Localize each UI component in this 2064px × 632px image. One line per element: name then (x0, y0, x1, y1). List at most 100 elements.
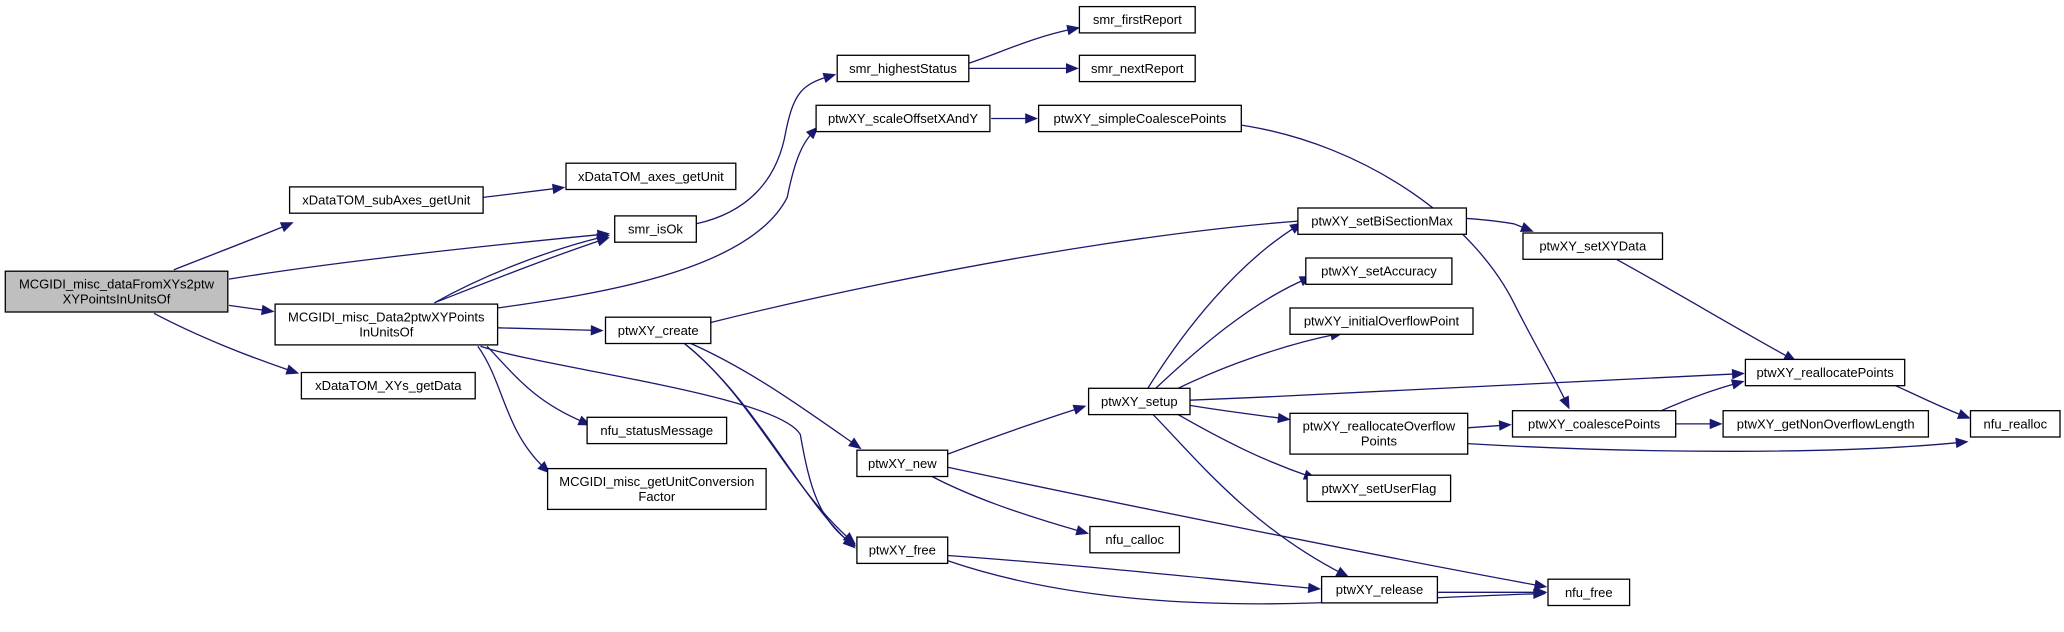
node-box (1306, 474, 1452, 503)
edge-line (690, 343, 856, 446)
call-edge-data2ptw-to-free (480, 345, 857, 547)
edge-line (1155, 278, 1307, 389)
function-node-user-flag[interactable]: ptwXY_setUserFlag (1306, 474, 1452, 503)
node-label: ptwXY_create (618, 323, 699, 338)
node-box (1320, 575, 1439, 604)
arrowhead-icon (1277, 412, 1291, 424)
node-label: ptwXY_reallocatePoints (1756, 365, 1894, 380)
call-edge-subAxes-to-axesUnit (483, 183, 566, 199)
node-box (1087, 387, 1191, 416)
call-edge-free-to-release (947, 554, 1322, 594)
edge-line (228, 233, 603, 280)
function-node-accuracy[interactable]: ptwXY_setAccuracy (1305, 257, 1453, 285)
function-node-free[interactable]: ptwXY_free (856, 536, 949, 565)
call-edge-new-to-setup (947, 404, 1087, 455)
function-node-set-x-y[interactable]: ptwXY_setXYData (1522, 232, 1664, 260)
function-node-first-rep[interactable]: smr_firstReport (1078, 5, 1196, 34)
function-node-scale-off[interactable]: ptwXY_scaleOffsetXAndY (815, 104, 991, 133)
edge-line (228, 304, 268, 312)
edge-line (153, 312, 293, 372)
node-label: smr_highestStatus (849, 61, 957, 76)
call-edge-root-to-data2ptw (228, 304, 275, 316)
arrowhead-icon (1025, 113, 1039, 124)
node-label: InUnitsOf (359, 325, 414, 340)
function-node-realloc[interactable]: nfu_realloc (1969, 410, 2061, 438)
function-node-bi-section[interactable]: ptwXY_setBiSectionMax (1297, 207, 1468, 235)
call-edge-coalesce-to-nonOverflow (1675, 418, 1723, 430)
node-label: ptwXY_coalescePoints (1528, 416, 1661, 431)
node-label: Factor (638, 489, 676, 504)
function-node-setup[interactable]: ptwXY_setup (1087, 387, 1191, 416)
call-edge-setup-to-reallocPts (1189, 368, 1745, 401)
node-label: ptwXY_setup (1101, 394, 1178, 409)
function-node-calloc[interactable]: nfu_calloc (1089, 525, 1181, 554)
function-node-xys-data[interactable]: xDataTOM_XYs_getData (300, 371, 476, 400)
node-label: xDataTOM_subAxes_getUnit (302, 193, 471, 208)
node-label: nfu_statusMessage (600, 423, 713, 438)
call-edge-setXY-to-reallocPts (1616, 258, 1797, 362)
edge-line (434, 238, 604, 304)
edge-line (1152, 414, 1343, 575)
call-edge-create-to-free (684, 343, 856, 549)
node-box (1511, 410, 1677, 438)
call-edge-highest-to-nextRep (968, 63, 1079, 74)
function-node-non-overflow[interactable]: ptwXY_getNonOverflowLength (1722, 410, 1930, 438)
function-node-realloc-pts[interactable]: ptwXY_reallocatePoints (1744, 358, 1906, 387)
node-box (288, 186, 484, 214)
node-box (1522, 232, 1664, 260)
arrowhead-icon (1956, 409, 1971, 419)
node-box (1289, 307, 1474, 335)
node-box (1547, 578, 1631, 607)
function-node-highest[interactable]: smr_highestStatus (836, 54, 970, 83)
call-edge-isOk-to-highest (696, 72, 837, 225)
function-node-init-overflow[interactable]: ptwXY_initialOverflowPoint (1289, 307, 1474, 335)
call-edge-reallocOverflow-to-coalesce (1467, 420, 1512, 431)
arrowhead-icon (1559, 395, 1570, 410)
arrowhead-icon (1519, 222, 1534, 232)
arrowhead-icon (1075, 525, 1090, 536)
edge-line (947, 407, 1080, 455)
function-node-next-rep[interactable]: smr_nextReport (1078, 54, 1196, 83)
edge-line (497, 327, 597, 332)
node-label: Points (1361, 434, 1398, 449)
call-edge-reallocOverflow-to-realloc (1467, 437, 1969, 452)
arrowhead-icon (1066, 63, 1079, 74)
function-node-status-msg[interactable]: nfu_statusMessage (586, 416, 728, 445)
node-label: nfu_free (1565, 585, 1613, 600)
call-edge-new-to-nfuFree (947, 466, 1548, 590)
node-label: ptwXY_setUserFlag (1321, 481, 1436, 496)
function-node-release[interactable]: ptwXY_release (1320, 575, 1439, 604)
edge-line (947, 554, 1314, 590)
node-box (1722, 410, 1930, 438)
function-node-nfu-free[interactable]: nfu_free (1547, 578, 1631, 607)
function-node-root[interactable]: MCGIDI_misc_dataFromXYs2ptwXYPointsInUni… (4, 270, 229, 313)
call-edge-new-to-calloc (931, 475, 1090, 536)
arrowhead-icon (1534, 587, 1548, 598)
call-edge-data2ptw-to-statusMsg (486, 345, 592, 426)
edge-line (477, 345, 546, 470)
edge-line (434, 236, 604, 304)
node-box (1289, 412, 1469, 455)
edge-line (1177, 414, 1310, 478)
arrowhead-icon (805, 126, 819, 140)
function-node-simple-coal[interactable]: ptwXY_simpleCoalescePoints (1037, 104, 1242, 133)
function-node-create[interactable]: ptwXY_create (604, 316, 712, 345)
function-node-sub-axes[interactable]: xDataTOM_subAxes_getUnit (288, 186, 484, 214)
arrowhead-icon (1709, 418, 1723, 430)
edge-line (1241, 124, 1567, 404)
function-node-coalesce[interactable]: ptwXY_coalescePoints (1511, 410, 1677, 438)
function-node-new[interactable]: ptwXY_new (856, 449, 949, 478)
function-node-axes-unit[interactable]: xDataTOM_axes_getUnit (565, 162, 737, 191)
function-node-is-ok[interactable]: smr_isOk (614, 215, 697, 243)
node-label: smr_nextReport (1091, 61, 1184, 76)
call-edge-data2ptw-to-create (497, 325, 604, 336)
node-label: ptwXY_initialOverflowPoint (1304, 314, 1460, 329)
function-nodes: MCGIDI_misc_dataFromXYs2ptwXYPointsInUni… (4, 5, 2061, 607)
arrowhead-icon (1730, 379, 1745, 390)
arrowhead-icon (842, 536, 856, 549)
call-edge-setup-to-initOverflow (1177, 330, 1344, 389)
